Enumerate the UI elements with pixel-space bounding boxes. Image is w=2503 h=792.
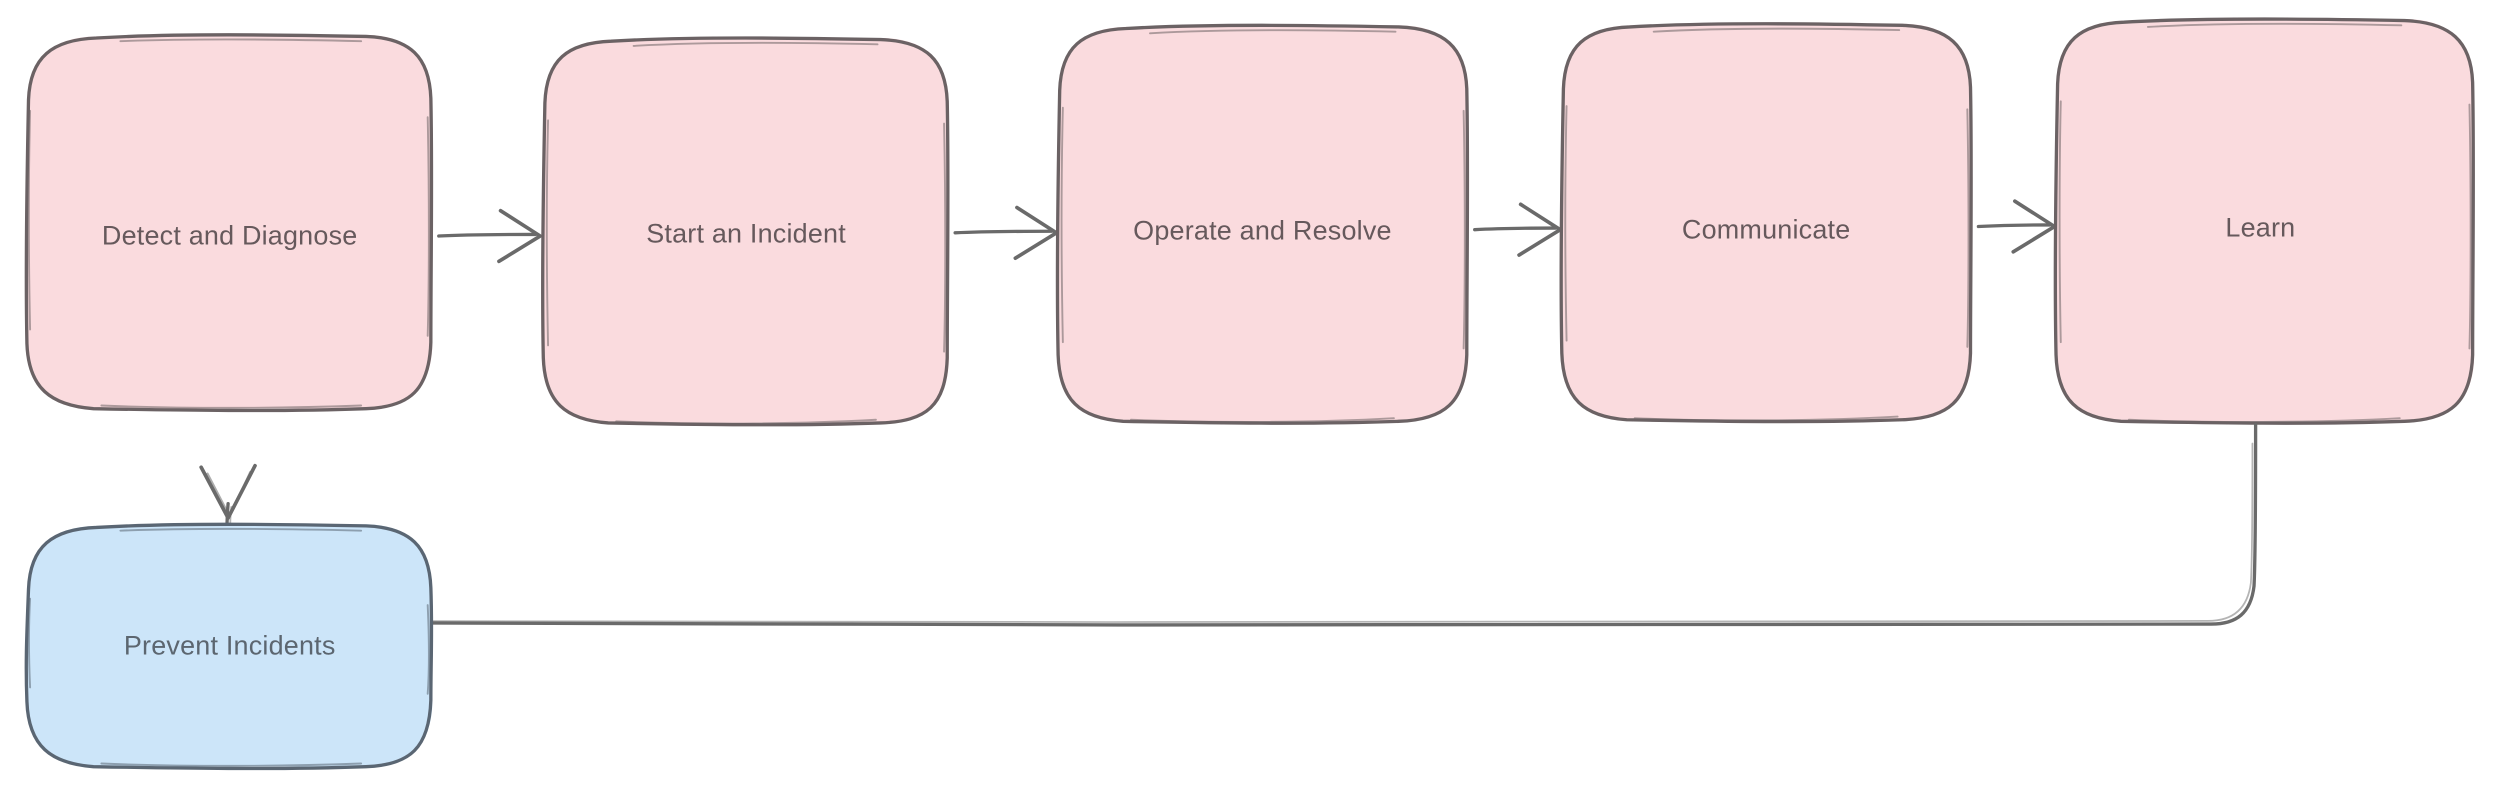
node-learn-outline-sketch xyxy=(2058,22,2472,423)
edge-detect-to-start xyxy=(437,208,542,264)
node-detect-and-diagnose-fill xyxy=(26,34,433,409)
edge-detect-to-start-line xyxy=(437,232,538,238)
node-prevent-incidents-outline-sketch xyxy=(27,527,430,767)
node-operate-and-resolve[interactable] xyxy=(1055,23,1470,425)
edge-learn-to-prevent-line xyxy=(225,422,2258,627)
edge-detect-to-start-arrowhead xyxy=(497,208,542,264)
node-detect-and-diagnose[interactable] xyxy=(24,33,434,413)
edge-communicate-to-learn xyxy=(1976,199,2057,254)
node-prevent-incidents-outline xyxy=(24,522,434,771)
node-start-an-incident-outline xyxy=(540,36,950,427)
node-detect-and-diagnose-outline-sketch xyxy=(27,38,430,409)
edge-start-to-operate-line xyxy=(953,229,1054,235)
node-learn-outline xyxy=(2053,17,2475,425)
node-start-an-incident[interactable] xyxy=(540,36,950,427)
edge-learn-to-prevent-arrowhead-sketch xyxy=(206,470,252,519)
node-communicate-outline xyxy=(1559,22,1973,424)
edge-communicate-to-learn-line xyxy=(1976,223,2052,229)
edge-operate-to-communicate-line xyxy=(1473,226,1558,232)
edge-start-to-operate xyxy=(953,205,1059,261)
node-communicate-outline-sketch xyxy=(1564,27,1970,422)
node-start-an-incident-outline-sketch xyxy=(545,41,947,425)
node-prevent-incidents[interactable] xyxy=(24,522,434,771)
node-communicate[interactable] xyxy=(1559,22,1973,424)
node-operate-and-resolve-fill xyxy=(1058,25,1469,422)
node-communicate-fill xyxy=(1561,23,1973,420)
node-learn[interactable] xyxy=(2053,17,2475,425)
edge-learn-to-prevent xyxy=(199,422,2258,627)
node-detect-and-diagnose-outline xyxy=(24,33,434,413)
node-operate-and-resolve-outline-sketch xyxy=(1060,29,1466,423)
node-prevent-incidents-fill xyxy=(26,524,433,767)
edge-learn-to-prevent-line-sketch xyxy=(229,442,2254,623)
node-learn-fill xyxy=(2056,19,2475,422)
node-operate-and-resolve-outline xyxy=(1055,23,1470,425)
edge-operate-to-communicate xyxy=(1473,202,1563,257)
node-start-an-incident-fill xyxy=(543,38,949,423)
